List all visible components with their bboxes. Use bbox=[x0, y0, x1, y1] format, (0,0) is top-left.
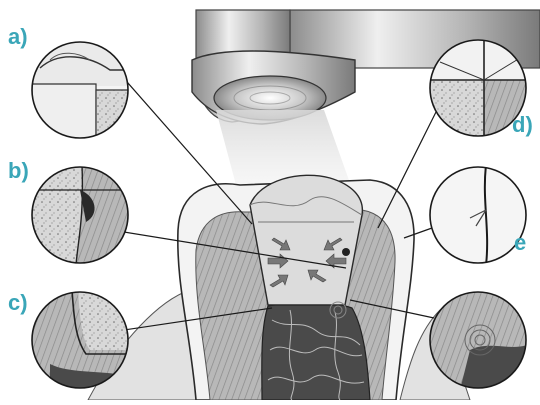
detail-circle-a bbox=[30, 40, 130, 140]
pulp-chamber bbox=[262, 303, 370, 401]
detail-circle-f bbox=[430, 290, 530, 390]
label-e: e bbox=[514, 232, 526, 254]
marginal-gap bbox=[342, 248, 350, 256]
label-c: c) bbox=[8, 292, 28, 314]
detail-circle-b bbox=[30, 165, 130, 265]
composite-restoration bbox=[250, 175, 362, 305]
label-d: d) bbox=[512, 114, 533, 136]
label-a: a) bbox=[8, 26, 28, 48]
label-b: b) bbox=[8, 160, 29, 182]
